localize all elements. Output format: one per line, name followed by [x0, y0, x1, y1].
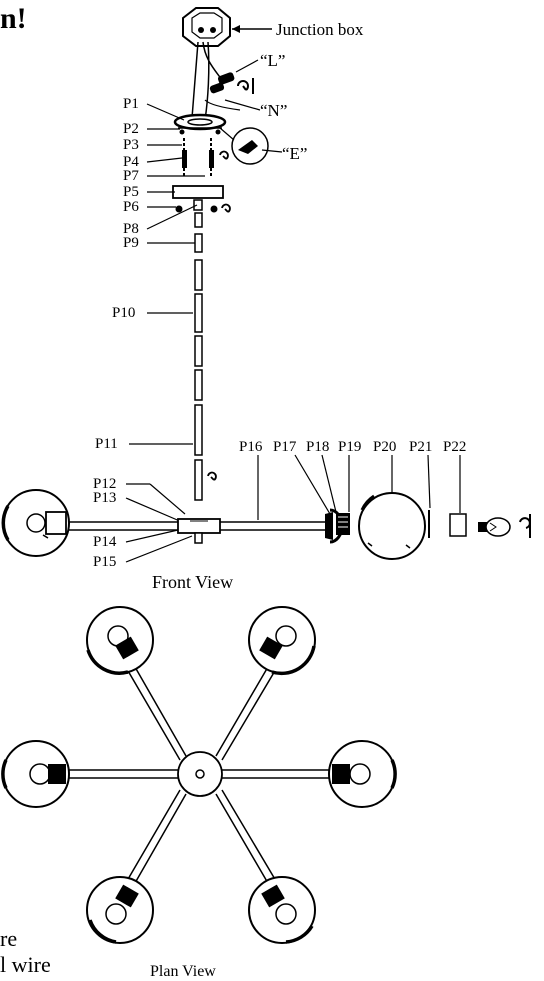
downrod [194, 212, 203, 501]
part-label-p20: P20 [373, 439, 396, 455]
neutral-wire [204, 99, 241, 111]
edge-text-line2: l wire [0, 952, 51, 977]
bulb-rotate-icon [519, 514, 531, 538]
part-label-p15: P15 [93, 554, 116, 570]
plan-view [1, 606, 397, 944]
plan-globe-top-right [248, 606, 316, 676]
part-label-p17: P17 [273, 439, 297, 455]
bulb-icon [478, 517, 511, 537]
part-leader-lines [125, 103, 205, 563]
part-label-p13: P13 [93, 490, 116, 506]
rotate-icon [237, 78, 254, 94]
plan-globe-bottom-right [248, 876, 316, 944]
part-label-p6: P6 [123, 199, 139, 215]
part-label-p18: P18 [306, 439, 329, 455]
part-label-p11: P11 [95, 436, 118, 452]
part-label-p16: P16 [239, 439, 263, 455]
globe-shade-p20-icon [358, 492, 426, 560]
part-label-p10: P10 [112, 305, 135, 321]
part-label-p3: P3 [123, 137, 139, 153]
junction-box-label: Junction box [276, 20, 364, 39]
supply-wires [191, 41, 223, 121]
connector-l-icon [209, 72, 235, 94]
neutral-label: “N” [260, 101, 287, 120]
part-label-p21: P21 [409, 439, 432, 455]
part-label-p22: P22 [443, 439, 466, 455]
globe-shade-icon [1, 489, 70, 557]
canopy-ring [173, 113, 227, 131]
edge-text-line1: re [0, 926, 17, 951]
part-label-p2: P2 [123, 121, 139, 137]
plan-globe-right [328, 740, 397, 808]
junction-box-icon [182, 7, 231, 47]
part-label-p4: P4 [123, 154, 139, 170]
right-part-leaders [257, 454, 461, 520]
part-label-p1: P1 [123, 96, 139, 112]
partial-heading: n! [0, 2, 27, 35]
socket-cover-p22 [449, 513, 467, 537]
earth-label: “E” [282, 144, 307, 163]
part-label-p14: P14 [93, 534, 117, 550]
part-label-p7: P7 [123, 168, 139, 184]
plan-globe-top-left [86, 606, 154, 675]
part-label-p9: P9 [123, 235, 139, 251]
part-label-p12: P12 [93, 476, 116, 492]
plan-view-title: Plan View [150, 963, 216, 980]
mounting-plate [172, 185, 224, 199]
plan-globe-left [1, 740, 70, 808]
socket-icon [325, 508, 350, 544]
live-label: “L” [260, 51, 285, 70]
part-label-p19: P19 [338, 439, 361, 455]
part-label-p8: P8 [123, 221, 139, 237]
front-view-title: Front View [152, 572, 233, 592]
part-label-p5: P5 [123, 184, 139, 200]
plan-globe-bottom-left [86, 876, 154, 944]
